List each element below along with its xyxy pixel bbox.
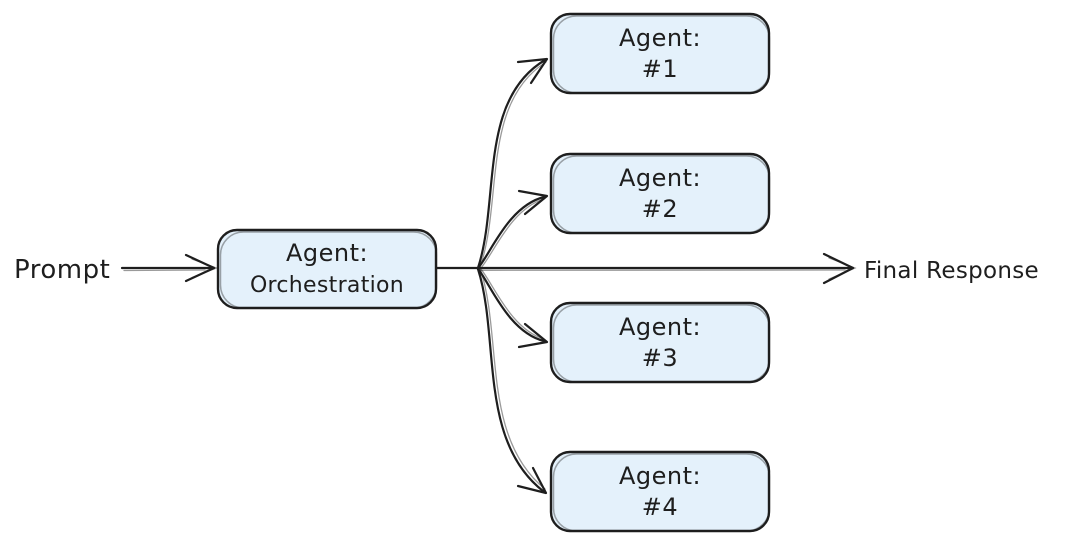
arrow-orchestrator-to-agent-3 [476,267,549,349]
agent-3-label-line2: #3 [642,344,678,372]
orchestrator-node: Agent: Orchestration [216,228,438,310]
agent-3-node: Agent: #3 [549,301,771,384]
orchestrator-label-line2: Orchestration [250,273,404,298]
agent-1-node: Agent: #1 [549,12,771,95]
agent-2-label-line1: Agent: [619,164,701,192]
final-response-label: Final Response [864,258,1039,284]
arrow-orchestrator-to-agent-1 [476,57,549,270]
agent-4-node: Agent: #4 [549,450,771,533]
arrow-orchestrator-to-final-response [435,252,857,285]
arrow-orchestrator-to-agent-4 [476,267,548,495]
agent-2-label-line2: #2 [642,195,678,223]
agent-2-node: Agent: #2 [549,152,771,235]
prompt-label: Prompt [14,255,110,285]
arrow-orchestrator-to-agent-2 [476,189,549,270]
orchestrator-label-line1: Agent: [286,239,368,267]
agent-4-label-line2: #4 [642,493,678,521]
arrow-prompt-to-orchestrator [120,253,219,283]
agent-4-label-line1: Agent: [619,462,701,490]
agent-1-label-line2: #1 [642,55,678,83]
agent-1-label-line1: Agent: [619,24,701,52]
agent-3-label-line1: Agent: [619,313,701,341]
